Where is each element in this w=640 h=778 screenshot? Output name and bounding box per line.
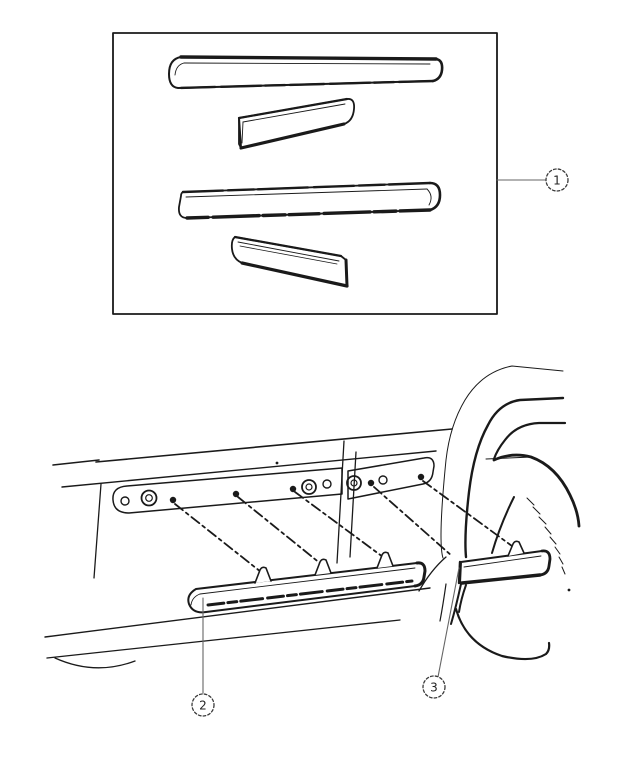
callout-1[interactable]: 1 bbox=[545, 168, 569, 192]
callout-3[interactable]: 3 bbox=[422, 675, 446, 699]
clip-hole bbox=[120, 496, 130, 506]
callout-2-number: 2 bbox=[199, 699, 207, 713]
door-front-edge bbox=[93, 483, 102, 579]
tire bbox=[454, 496, 571, 661]
door-hole-strip bbox=[112, 467, 343, 514]
upper-long-molding bbox=[168, 55, 444, 90]
front-wheel-opening bbox=[54, 657, 136, 669]
clip-stud bbox=[169, 496, 177, 504]
molding-clip-tab bbox=[314, 558, 332, 576]
molding-kit-box bbox=[112, 32, 498, 315]
vehicle-side-view bbox=[44, 365, 581, 669]
clip-stud bbox=[232, 490, 240, 498]
clip-hole bbox=[140, 489, 158, 507]
callout-3-number: 3 bbox=[430, 681, 438, 695]
callout-2-circle[interactable] bbox=[191, 693, 215, 717]
clip-stud bbox=[417, 473, 425, 481]
clip-hole-inner bbox=[305, 483, 313, 491]
callout-1-circle[interactable] bbox=[545, 168, 569, 192]
clip-stud bbox=[289, 485, 297, 493]
molding-clip-tab bbox=[376, 551, 394, 569]
beltline bbox=[52, 428, 453, 488]
wheel-arch bbox=[485, 453, 581, 528]
quarter-panel-molding bbox=[457, 540, 552, 585]
clip-hole bbox=[322, 479, 332, 489]
lower-short-molding bbox=[230, 235, 349, 288]
door-gap bbox=[336, 440, 447, 592]
callout-2[interactable]: 2 bbox=[191, 693, 215, 717]
lower-long-molding bbox=[178, 181, 442, 220]
clip-hole bbox=[301, 479, 317, 495]
molding-clip-tab bbox=[254, 566, 272, 584]
rocker-panel bbox=[44, 587, 431, 669]
clip-hole bbox=[378, 475, 388, 485]
tire-shadow-hatching bbox=[526, 497, 566, 575]
upper-short-molding bbox=[237, 97, 356, 150]
door-molding bbox=[187, 551, 427, 614]
clip-hole-inner bbox=[145, 494, 153, 502]
callout-3-leader bbox=[437, 567, 460, 678]
molding-clip-tab bbox=[507, 540, 525, 557]
callouts bbox=[202, 179, 547, 694]
line-art: 1 2 3 bbox=[44, 32, 581, 717]
clip-stud bbox=[367, 479, 375, 487]
c-pillar bbox=[439, 365, 567, 625]
callout-3-circle[interactable] bbox=[422, 675, 446, 699]
callout-1-number: 1 bbox=[553, 174, 561, 188]
